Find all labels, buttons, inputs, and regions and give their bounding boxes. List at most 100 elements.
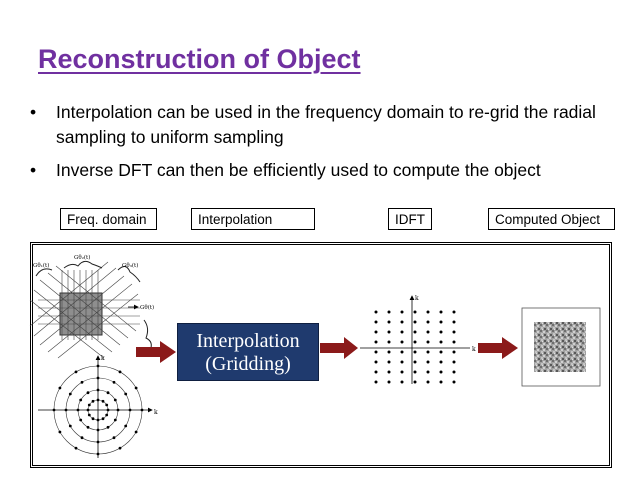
sample-dot [426,330,430,334]
sample-dot [79,418,83,422]
sample-dot [452,340,456,344]
sample-dot [87,403,91,407]
sample-dot [400,350,404,354]
sample-dot [80,436,84,440]
sample-dot [105,413,109,417]
sample-dot [374,340,378,344]
uniform-grid: k k [360,295,476,384]
slide-title: Reconstruction of Object [38,44,361,74]
sample-dot [400,310,404,314]
sample-dot [387,360,391,364]
arrow-to-grid [320,337,358,359]
sample-dot [118,370,122,374]
sample-dot [439,370,443,374]
sample-dot [452,370,456,374]
sample-dot [400,340,404,344]
sample-dot [124,424,128,428]
proj-label-1: Gθ₁(t) [33,262,49,269]
sample-dot [387,350,391,354]
sample-dot [374,360,378,364]
sample-dot [140,408,144,412]
bullet-glyph: • [30,102,37,122]
proj-label-3: Gθ₃(t) [122,262,138,269]
sample-dot [400,360,404,364]
sample-dot [452,360,456,364]
flow-arrows [136,337,518,363]
interpolation-gridding-box: Interpolation (Gridding) [177,323,319,381]
sample-dot [52,408,56,412]
sample-dot [452,320,456,324]
radial-axis-x-label: k [154,409,158,416]
sample-dot [413,320,417,324]
sample-dot [387,320,391,324]
sample-dot [86,391,90,395]
sample-dot [374,330,378,334]
label-freq-domain: Freq. domain [60,208,157,230]
sample-dot [387,370,391,374]
sample-dot [439,310,443,314]
sample-dot [400,330,404,334]
sample-dot [101,399,105,403]
projection-geometry [29,260,152,359]
sample-dot [413,350,417,354]
sample-dot [134,430,138,434]
sample-dot [68,424,72,428]
sample-dot [86,425,90,429]
sample-dot [58,386,62,390]
sample-dot [101,417,105,421]
projection-rays-vertical [61,270,99,340]
bullet-item: • Interpolation can be used in the frequ… [28,100,628,150]
sample-dot [439,320,443,324]
sample-dot [91,399,95,403]
grid-axis-x-label: k [472,346,476,353]
radial-dots [52,364,144,456]
sample-dot [439,380,443,384]
sample-dot [112,380,116,384]
sample-dot [439,330,443,334]
computed-object [521,307,601,387]
sample-dot [91,417,95,421]
sample-dot [96,428,100,432]
sample-dot [387,330,391,334]
sample-dot [374,350,378,354]
sample-dot [58,430,62,434]
sample-dot [96,440,100,444]
sample-dot [413,370,417,374]
sample-dot [426,320,430,324]
interp-box-line1: Interpolation [196,330,300,352]
proj-label-2: Gθ₂(t) [74,254,90,261]
sample-dot [452,380,456,384]
arrow-to-image [478,337,518,359]
proj-label-4: Gθ(t) [140,304,154,311]
bullet-text: Interpolation can be used in the frequen… [56,102,596,147]
sample-dot [96,364,100,368]
sample-dot [96,418,100,422]
bullet-list: • Interpolation can be used in the frequ… [28,100,628,191]
sample-dot [387,310,391,314]
sample-dot [87,413,91,417]
sample-dot [113,418,117,422]
sample-dot [400,370,404,374]
projection-profile-left [35,268,53,277]
sample-dot [118,446,122,450]
radial-sampling: k k [38,355,158,458]
sample-dot [452,350,456,354]
sample-dot [64,408,68,412]
sample-dot [134,386,138,390]
sample-dot [68,392,72,396]
projection-profile-top [63,260,103,269]
label-interpolation: Interpolation [191,208,315,230]
sample-dot [116,408,120,412]
sample-dot [112,436,116,440]
sample-dot [400,320,404,324]
sample-dot [79,398,83,402]
projection-profile-lower [143,319,152,351]
sample-dot [106,408,110,412]
projection-rays-horizontal [38,299,140,325]
sample-dot [96,376,100,380]
sample-dot [400,380,404,384]
sample-dot [96,388,100,392]
projection-labels: Gθ₁(t) Gθ₂(t) Gθ₃(t) Gθ(t) [33,254,154,311]
projection-rays-diagonal-1 [29,265,137,359]
